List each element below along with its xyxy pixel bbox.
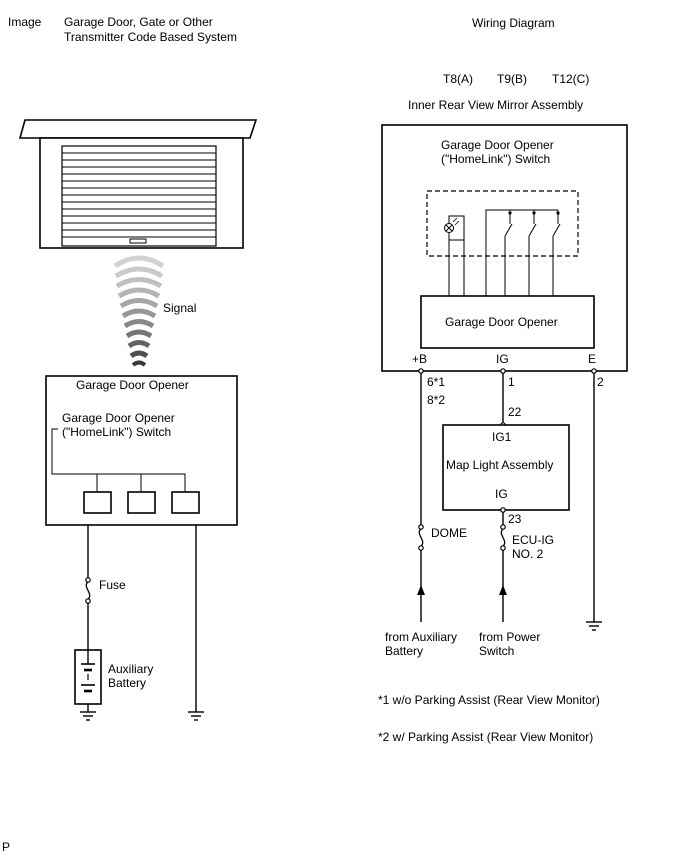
switch-contacts-icon xyxy=(485,209,561,296)
page-mark: P xyxy=(2,840,10,852)
map-light-ig1: IG1 xyxy=(492,430,512,444)
connector-label-1: T8(A) xyxy=(443,72,473,86)
note-2: *2 w/ Parking Assist (Rear View Monitor) xyxy=(378,730,593,744)
signal-label: Signal xyxy=(163,301,196,315)
opener-box-label: Garage Door Opener xyxy=(445,315,558,329)
note-1: *1 w/o Parking Assist (Rear View Monitor… xyxy=(378,693,600,707)
ground-icon xyxy=(80,711,96,721)
homelink-button-2 xyxy=(127,491,156,514)
battery-label-line2: Battery xyxy=(108,676,146,690)
map-in-pin-label: 22 xyxy=(508,405,522,419)
wiring-diagram-title: Wiring Diagram xyxy=(472,16,555,30)
map-out-connector xyxy=(500,507,506,513)
from-aux-line2: Battery xyxy=(385,644,423,658)
lamp-wiring xyxy=(448,215,465,241)
indicator-lamp-icon xyxy=(444,217,460,233)
homelink-button-3 xyxy=(171,491,200,514)
map-light-ig: IG xyxy=(495,487,508,501)
terminal-b-label: +B xyxy=(412,352,427,366)
left-switch-label-line1: Garage Door Opener xyxy=(62,411,175,425)
garage-door-opener-box xyxy=(420,295,595,349)
dome-fuse-label: DOME xyxy=(431,526,467,540)
ground-icon xyxy=(586,621,602,631)
signal-waves-icon xyxy=(113,255,165,367)
garage-icon xyxy=(18,119,258,249)
ground-icon xyxy=(188,711,204,721)
fuse-icon xyxy=(85,577,91,604)
pin-e-connector xyxy=(591,368,597,374)
left-switch-wiring xyxy=(51,428,186,492)
dome-fuse-icon xyxy=(418,524,424,551)
system-title-line1: Garage Door, Gate or Other xyxy=(64,15,213,29)
terminal-ig-label: IG xyxy=(496,352,509,366)
map-light-name: Map Light Assembly xyxy=(446,458,553,472)
image-label: Image xyxy=(8,15,42,29)
pin-ig-label: 1 xyxy=(508,375,515,389)
battery-icon xyxy=(74,649,102,705)
pin-ig-connector xyxy=(500,368,506,374)
from-power-line1: from Power xyxy=(479,630,540,644)
right-switch-label-line1: Garage Door Opener xyxy=(441,138,554,152)
battery-label-line1: Auxiliary xyxy=(108,662,153,676)
terminal-e-label: E xyxy=(588,352,596,366)
left-switch-label-line2: ("HomeLink") Switch xyxy=(62,425,171,439)
from-aux-line1: from Auxiliary xyxy=(385,630,457,644)
system-title-line2: Transmitter Code Based System xyxy=(64,30,237,44)
ecu-ig-fuse-label-line1: ECU-IG xyxy=(512,533,554,547)
ecu-ig-fuse-label-line2: NO. 2 xyxy=(512,547,544,561)
arrow-up-icon xyxy=(417,585,425,595)
assembly-title: Inner Rear View Mirror Assembly xyxy=(408,98,583,112)
left-opener-title: Garage Door Opener xyxy=(76,378,189,392)
pin-b-connector xyxy=(418,368,424,374)
from-power-line2: Switch xyxy=(479,644,514,658)
connector-label-2: T9(B) xyxy=(497,72,527,86)
arrow-up-icon xyxy=(499,585,507,595)
fuse-label: Fuse xyxy=(99,578,126,592)
switch-dashed-box xyxy=(426,190,579,257)
connector-label-3: T12(C) xyxy=(552,72,589,86)
homelink-button-1 xyxy=(83,491,112,514)
ecu-ig-fuse-icon xyxy=(500,524,506,551)
map-light-assembly-box xyxy=(442,424,570,511)
right-switch-label-line2: ("HomeLink") Switch xyxy=(441,152,550,166)
pin-b-label-2: 8*2 xyxy=(427,393,445,407)
map-out-pin-label: 23 xyxy=(508,512,522,526)
pin-b-label-1: 6*1 xyxy=(427,375,445,389)
pin-e-label: 2 xyxy=(597,375,604,389)
